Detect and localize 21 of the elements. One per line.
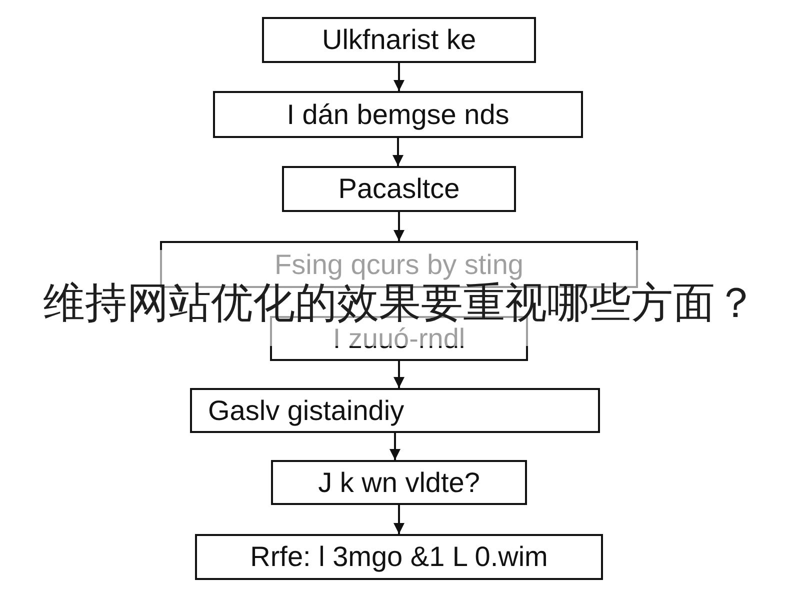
node-label: Gaslv gistaindiy [208,396,404,424]
node-label: Pacasltce [338,175,460,203]
arrow [390,433,400,460]
process-box [195,534,603,580]
node-label: Ulkfnarist ke [322,26,476,54]
process-box [271,460,527,505]
arrow [394,212,404,241]
node-label: I zuuó-rndl [332,324,466,352]
process-box [213,91,583,138]
node-label: Fsing qcurs by sting [274,250,524,278]
process-box [190,388,600,433]
node-label: I dán bemgse nds [286,100,510,128]
arrow [394,361,404,388]
arrow [394,505,404,534]
node-label: Rrfe: l 3mgo &1 L 0.wim [250,543,548,571]
process-box [282,166,516,212]
node-label: J k wn vldte? [318,468,480,496]
process-box [262,17,536,63]
title: 维持网站优化的效果要重视哪些方面？ [43,282,757,324]
arrow [392,138,404,166]
arrow [394,63,404,91]
